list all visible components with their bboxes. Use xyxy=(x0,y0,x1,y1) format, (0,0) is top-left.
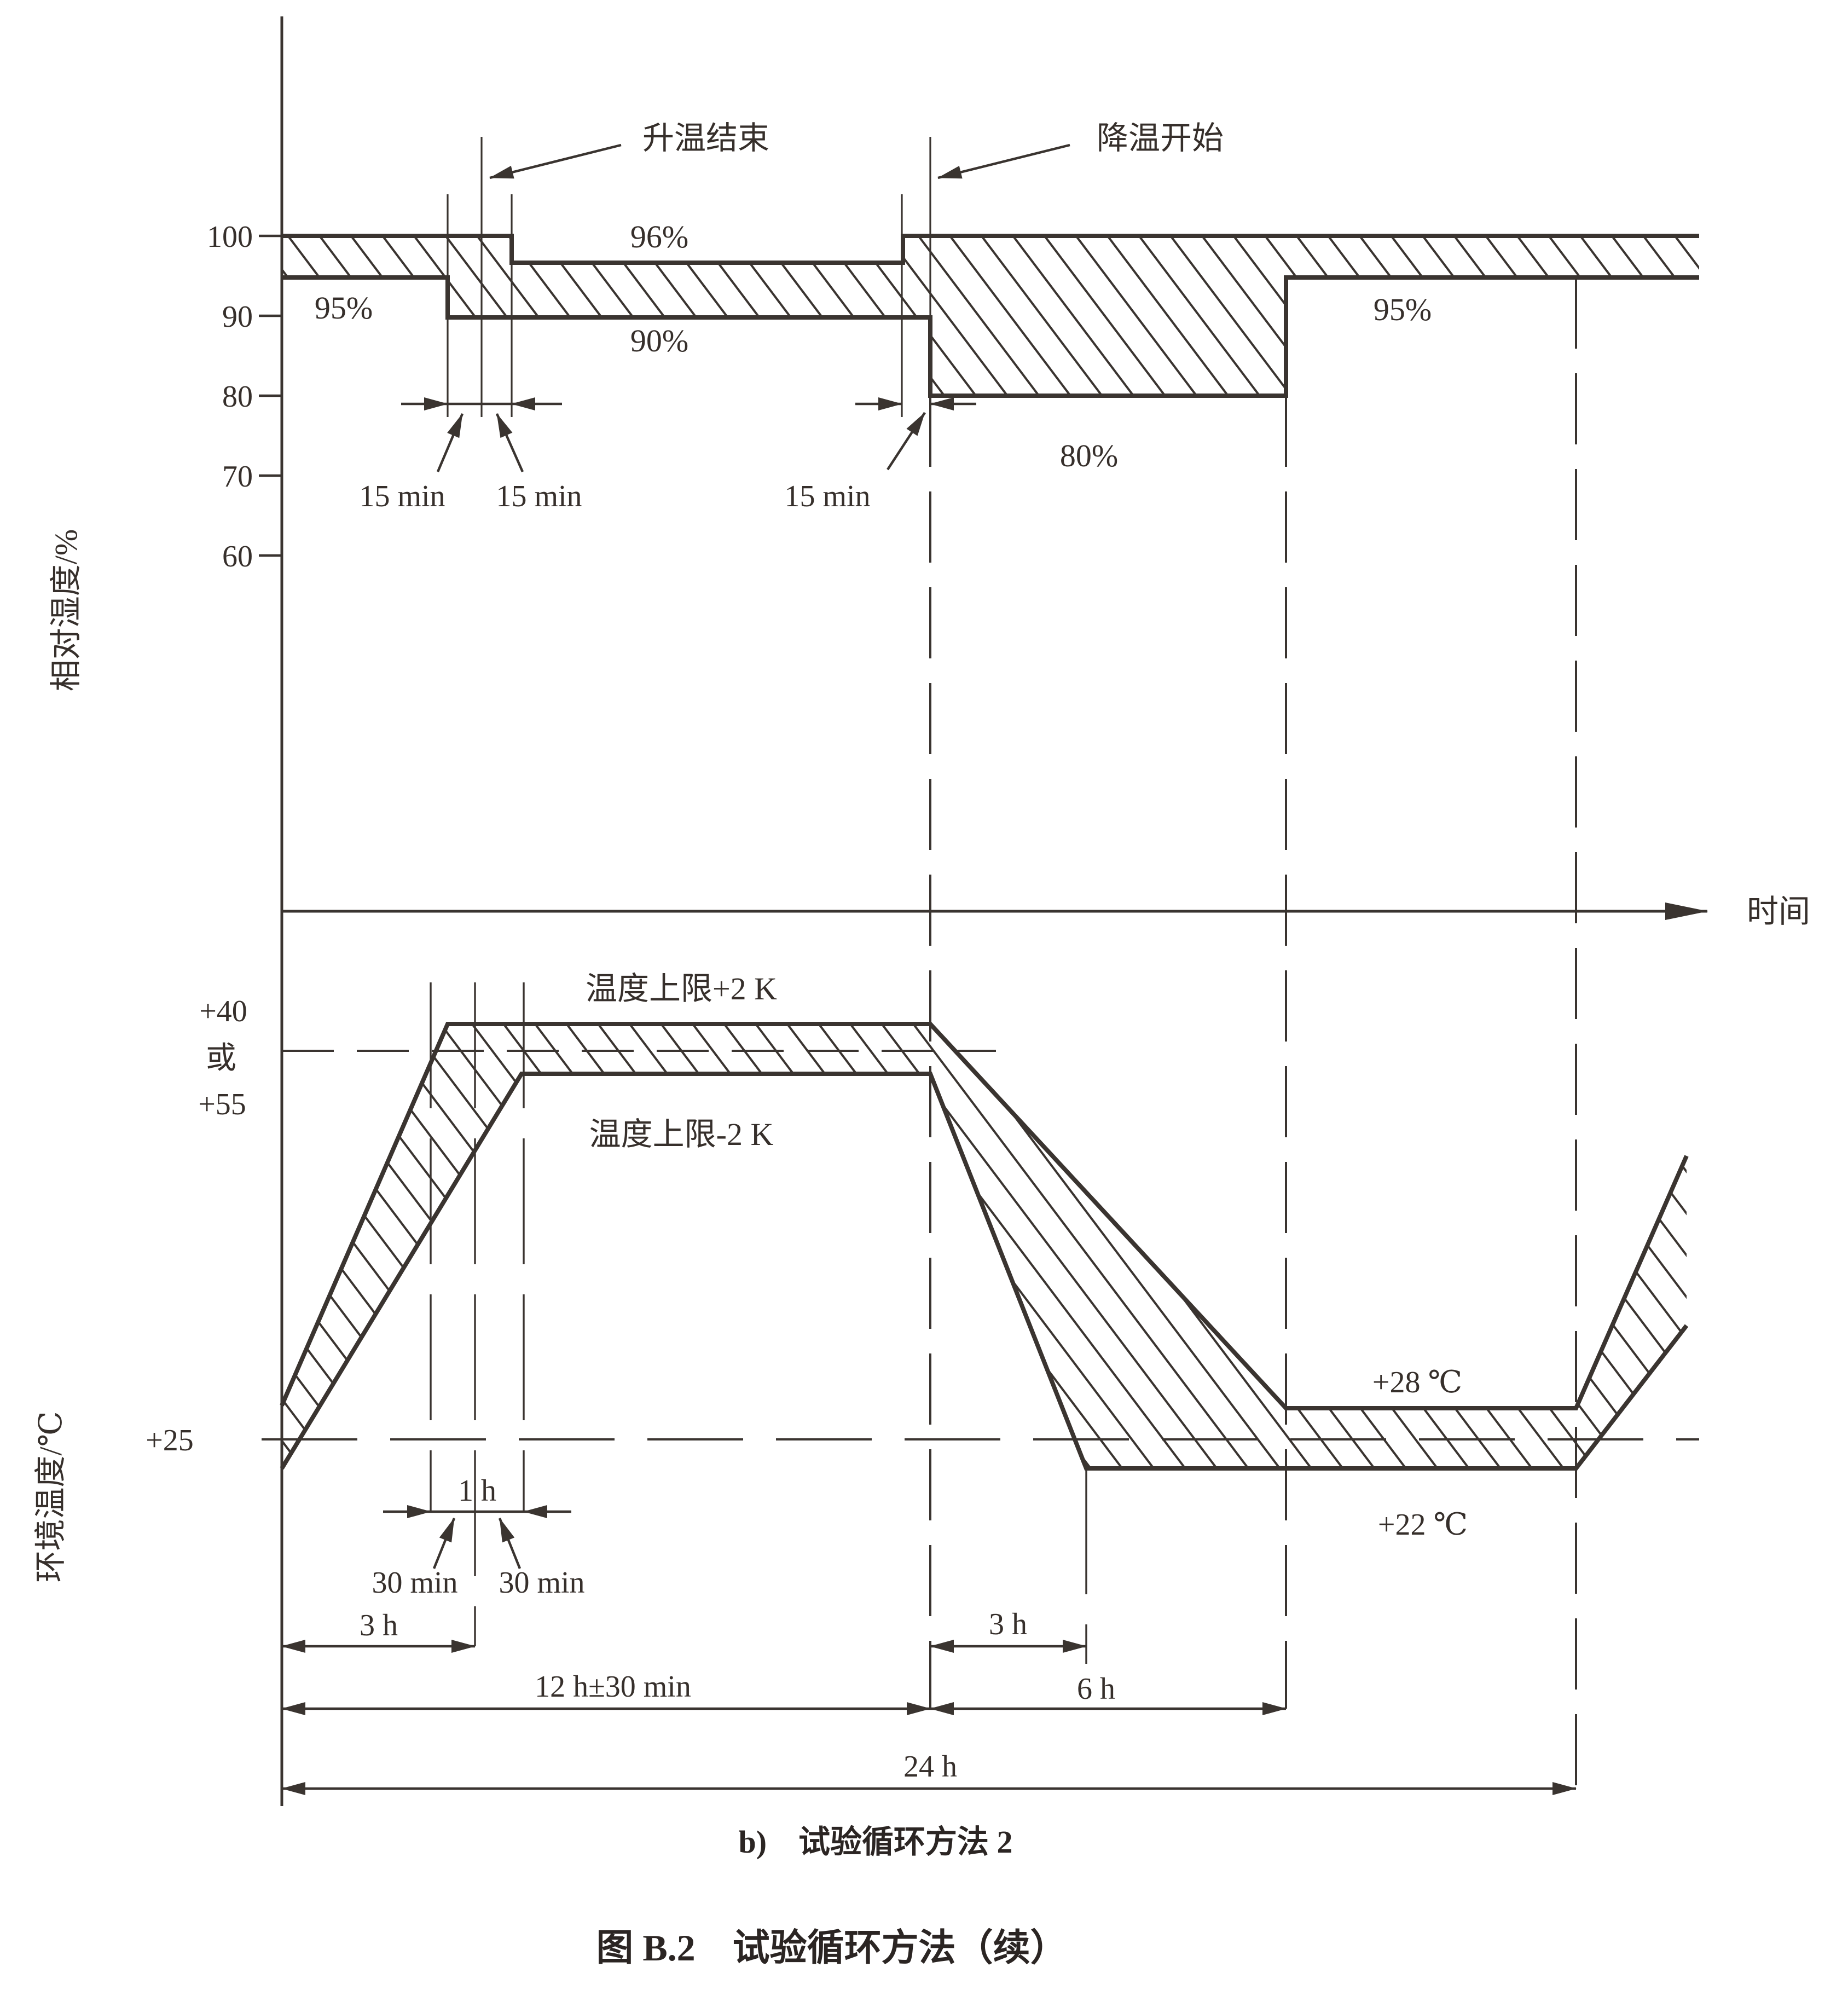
temperature-chart: 环境温度/℃ +40 或 +55 +25 温度上限+2 K 温度上限-2 K +… xyxy=(33,971,1699,1795)
annotation-fall-start: 降温开始 xyxy=(937,120,1224,180)
tick-label-70: 70 xyxy=(222,460,253,494)
label-12h: 12 h±30 min xyxy=(535,1670,691,1704)
label-or: 或 xyxy=(206,1042,236,1075)
humidity-label-96: 96% xyxy=(630,219,688,254)
sub-caption: b) 试验循环方法 2 xyxy=(738,1824,1012,1860)
label-3h-right: 3 h xyxy=(989,1607,1027,1641)
tick-label-80: 80 xyxy=(222,380,253,414)
temperature-band-lower-edge xyxy=(280,1072,1689,1471)
label-15min-b: 15 min xyxy=(496,479,582,513)
humidity-chart: 100 90 80 70 60 相对湿度/% 95% 96% 90% 80% 9… xyxy=(48,120,1699,691)
humidity-ticks: 100 90 80 70 60 xyxy=(207,220,282,574)
dim-3h-left: 3 h xyxy=(281,1609,476,1653)
temperature-band-hatch xyxy=(282,1024,1687,1468)
humidity-band-upper-edge xyxy=(282,234,1699,265)
tick-label-90: 90 xyxy=(222,300,253,334)
label-plus25: +25 xyxy=(146,1424,194,1457)
dim-30min: 30 min 30 min xyxy=(372,1518,585,1600)
tick-label-60: 60 xyxy=(222,540,253,574)
humidity-label-90: 90% xyxy=(630,323,688,358)
label-plus40: +40 xyxy=(199,994,247,1028)
dim-12h: 12 h±30 min xyxy=(281,1670,931,1715)
dim-24h: 24 h xyxy=(281,1750,1577,1795)
dim-3h-right: 3 h xyxy=(930,1607,1087,1653)
label-upper-limit-minus2k: 温度上限-2 K xyxy=(589,1116,774,1152)
label-plus55: +55 xyxy=(198,1087,246,1121)
label-22c: +22 ℃ xyxy=(1378,1508,1468,1542)
dim-6h: 6 h xyxy=(930,1672,1287,1715)
label-15min-a: 15 min xyxy=(359,479,445,513)
annotation-rise-end: 升温结束 xyxy=(489,120,769,180)
humidity-label-95-right: 95% xyxy=(1374,292,1432,327)
tick-label-100: 100 xyxy=(207,220,253,254)
dim-1h: 1 h xyxy=(383,1474,571,1518)
label-upper-limit-plus2k: 温度上限+2 K xyxy=(586,971,777,1006)
humidity-axis-label: 相对湿度/% xyxy=(48,529,84,691)
label-6h: 6 h xyxy=(1077,1672,1115,1706)
temperature-band-upper-edge xyxy=(280,1022,1689,1410)
fall-start-label: 降温开始 xyxy=(1097,120,1224,156)
dim-15min-left: 15 min 15 min xyxy=(359,397,582,513)
humidity-label-80: 80% xyxy=(1060,438,1118,473)
humidity-extension-lines xyxy=(447,137,931,417)
dim-15min-right: 15 min xyxy=(784,397,976,513)
label-30min-a: 30 min xyxy=(372,1566,457,1600)
label-30min-b: 30 min xyxy=(499,1566,584,1600)
label-15min-c: 15 min xyxy=(784,479,870,513)
figure-title: 图 B.2 试验循环方法（续） xyxy=(596,1927,1067,1969)
label-1h: 1 h xyxy=(458,1474,496,1508)
temperature-guide-lines xyxy=(430,982,1087,1664)
label-24h: 24 h xyxy=(903,1750,957,1784)
humidity-label-95-left: 95% xyxy=(315,290,373,326)
label-28c: +28 ℃ xyxy=(1372,1366,1462,1399)
vertical-reference-lines xyxy=(929,277,1577,1789)
temperature-axis-label: 环境温度/℃ xyxy=(33,1411,68,1583)
label-3h-left: 3 h xyxy=(360,1609,398,1642)
time-axis-label: 时间 xyxy=(1747,894,1810,929)
rise-end-label: 升温结束 xyxy=(642,120,769,156)
